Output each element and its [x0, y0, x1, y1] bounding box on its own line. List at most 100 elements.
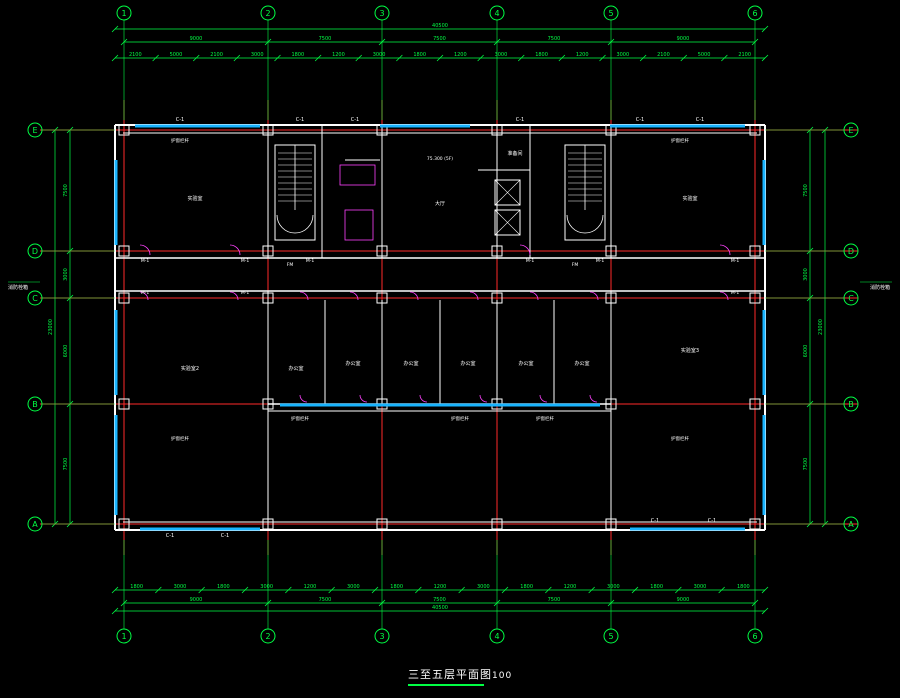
door-tag: M-1 [306, 258, 315, 264]
column [376, 518, 388, 530]
doors [139, 164, 731, 403]
dim-label: 2100 [657, 52, 670, 58]
dim-label: 1200 [576, 52, 589, 58]
axis-bubble-label: 3 [379, 632, 384, 641]
window-tag: C-1 [636, 117, 644, 123]
dim-tick [396, 54, 403, 62]
dim-label: 1800 [650, 584, 663, 590]
dim-tick [328, 586, 335, 594]
dim-tick [721, 54, 728, 62]
column [605, 245, 617, 257]
dim-label: 7500 [548, 36, 561, 42]
dim-label: 7500 [63, 458, 69, 471]
dim-tick [761, 586, 769, 594]
door-swing [359, 394, 368, 403]
column [749, 518, 761, 530]
room-label-room-office-2: 办公室 [345, 360, 360, 367]
room-label-room-office-5: 办公室 [518, 360, 533, 367]
door-tag: M-1 [731, 258, 740, 264]
dim-label: 1200 [454, 52, 467, 58]
drawing-title: 三至五层平面图 [408, 668, 492, 681]
axis-bubble-label: C [32, 294, 38, 303]
walls [114, 124, 766, 531]
door-swing [349, 291, 359, 301]
dim-label: 23000 [48, 319, 54, 335]
dim-label: 1200 [332, 52, 345, 58]
dim-label: 6000 [63, 345, 69, 358]
column [118, 124, 130, 136]
dim-tick [599, 54, 606, 62]
door-swing [589, 291, 599, 301]
door-swing [589, 394, 598, 403]
column [376, 292, 388, 304]
room-label-room-lab-se: 实验室3 [681, 347, 699, 354]
dim-tick [111, 607, 119, 615]
door-swing [299, 394, 308, 403]
dim-label: 40500 [432, 605, 448, 611]
room-label-room-office-6: 办公室 [574, 360, 589, 367]
room-label-room-lab-nw: 实验室 [187, 195, 202, 202]
door-swing [479, 394, 488, 403]
rail-note: 护窗栏杆 [536, 415, 554, 422]
dim-tick [501, 586, 509, 594]
axis-bubble-label: 5 [608, 9, 613, 18]
dim-tick [415, 586, 422, 594]
dim-label: 2100 [738, 52, 751, 58]
side-note-right: 消防栓箱 [870, 284, 890, 291]
dim-label: 1800 [291, 52, 304, 58]
dim-label: 2100 [210, 52, 223, 58]
dim-tick [241, 586, 249, 594]
door-tag: M-1 [141, 258, 150, 264]
dim-tick [761, 25, 769, 33]
elevator-shaft [494, 209, 521, 236]
window-tag: C-1 [696, 117, 704, 123]
column [491, 292, 503, 304]
dim-tick [477, 54, 484, 62]
room-label-room-office-4: 办公室 [460, 360, 475, 367]
dim-label: 9000 [190, 36, 203, 42]
room-label-room-hall: 大厅 [435, 200, 445, 207]
dim-label: 7500 [803, 184, 809, 197]
dim-label: 3000 [347, 584, 360, 590]
rail-note: 护窗栏杆 [171, 137, 189, 144]
dim-tick [314, 54, 322, 62]
dim-label: 40500 [432, 23, 448, 29]
side-note-left: 消防栓箱 [8, 284, 28, 291]
dim-label: 3000 [803, 268, 809, 281]
column [262, 245, 274, 257]
column [491, 518, 503, 530]
dim-tick [192, 54, 200, 62]
dim-tick [517, 54, 525, 62]
dim-label: 7500 [319, 36, 332, 42]
dim-label: 3000 [495, 52, 508, 58]
dim-tick [355, 54, 363, 62]
restroom-fixture [339, 164, 376, 186]
rail-note: 护窗栏杆 [291, 415, 309, 422]
column [749, 124, 761, 136]
window-tag: C-1 [166, 533, 174, 539]
dim-tick [274, 54, 281, 62]
door-swing [139, 291, 149, 301]
stair-landing [566, 214, 604, 234]
dim-label: 3000 [251, 52, 264, 58]
dim-label: 3000 [63, 268, 69, 281]
axis-bubble-label: 4 [494, 9, 499, 18]
dim-label: 2100 [129, 52, 142, 58]
stairs [274, 144, 606, 241]
axis-bubble-label: 5 [608, 632, 613, 641]
door-tag: M-1 [241, 258, 250, 264]
door-tag: M-1 [731, 290, 740, 296]
dim-tick [761, 54, 769, 62]
stair-landing [276, 214, 314, 234]
window-tag: C-1 [296, 117, 304, 123]
window-tag: C-1 [221, 533, 229, 539]
dim-label: 23000 [818, 319, 824, 335]
door-tag: M-1 [596, 258, 605, 264]
dim-label: 1800 [413, 52, 426, 58]
drawing-scale: 100 [492, 671, 513, 681]
rail-note: 护窗栏杆 [451, 415, 469, 422]
rail-note: 护窗栏杆 [671, 435, 689, 442]
